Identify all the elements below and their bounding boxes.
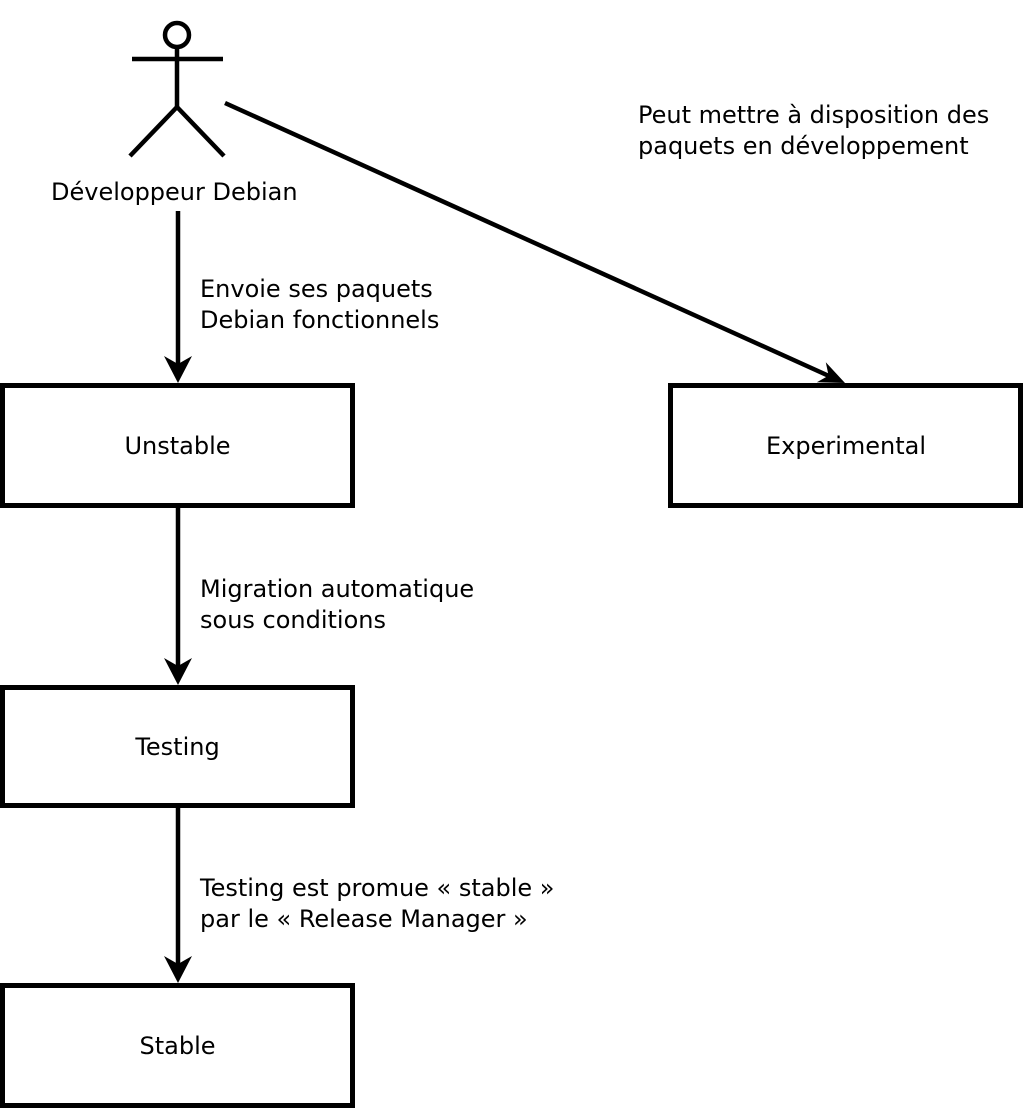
experimental-box-label: Experimental bbox=[765, 431, 927, 460]
unstable-box bbox=[0, 383, 355, 508]
testing-box-label: Testing bbox=[135, 732, 220, 761]
arrow-label-to-stable: Testing est promue « stable » par le « R… bbox=[200, 874, 555, 933]
arrow-label-to-unstable: Envoie ses paquets Debian fonctionnels bbox=[200, 275, 440, 334]
experimental-note: Peut mettre à disposition des paquets en… bbox=[638, 101, 990, 160]
arrow-unstable-to-testing-head bbox=[164, 658, 192, 685]
arrow-actor-to-unstable-head bbox=[164, 356, 192, 383]
experimental-box bbox=[668, 383, 1023, 508]
arrow-testing-to-stable-head bbox=[164, 956, 192, 983]
arrow-actor-to-experimental-head bbox=[816, 362, 845, 383]
testing-box bbox=[0, 685, 355, 808]
actor-head bbox=[162, 20, 192, 50]
actor-label: Développeur Debian bbox=[51, 178, 298, 206]
unstable-box-label: Unstable bbox=[124, 431, 231, 460]
stable-box-label: Stable bbox=[139, 1031, 216, 1060]
arrow-actor-to-experimental-line bbox=[224, 100, 830, 379]
actor-leg-right bbox=[175, 105, 226, 158]
developer-actor-icon bbox=[128, 20, 226, 158]
arrow-label-to-testing: Migration automatique sous conditions bbox=[200, 575, 475, 634]
actor-leg-left bbox=[128, 105, 179, 158]
stable-box bbox=[0, 983, 355, 1108]
